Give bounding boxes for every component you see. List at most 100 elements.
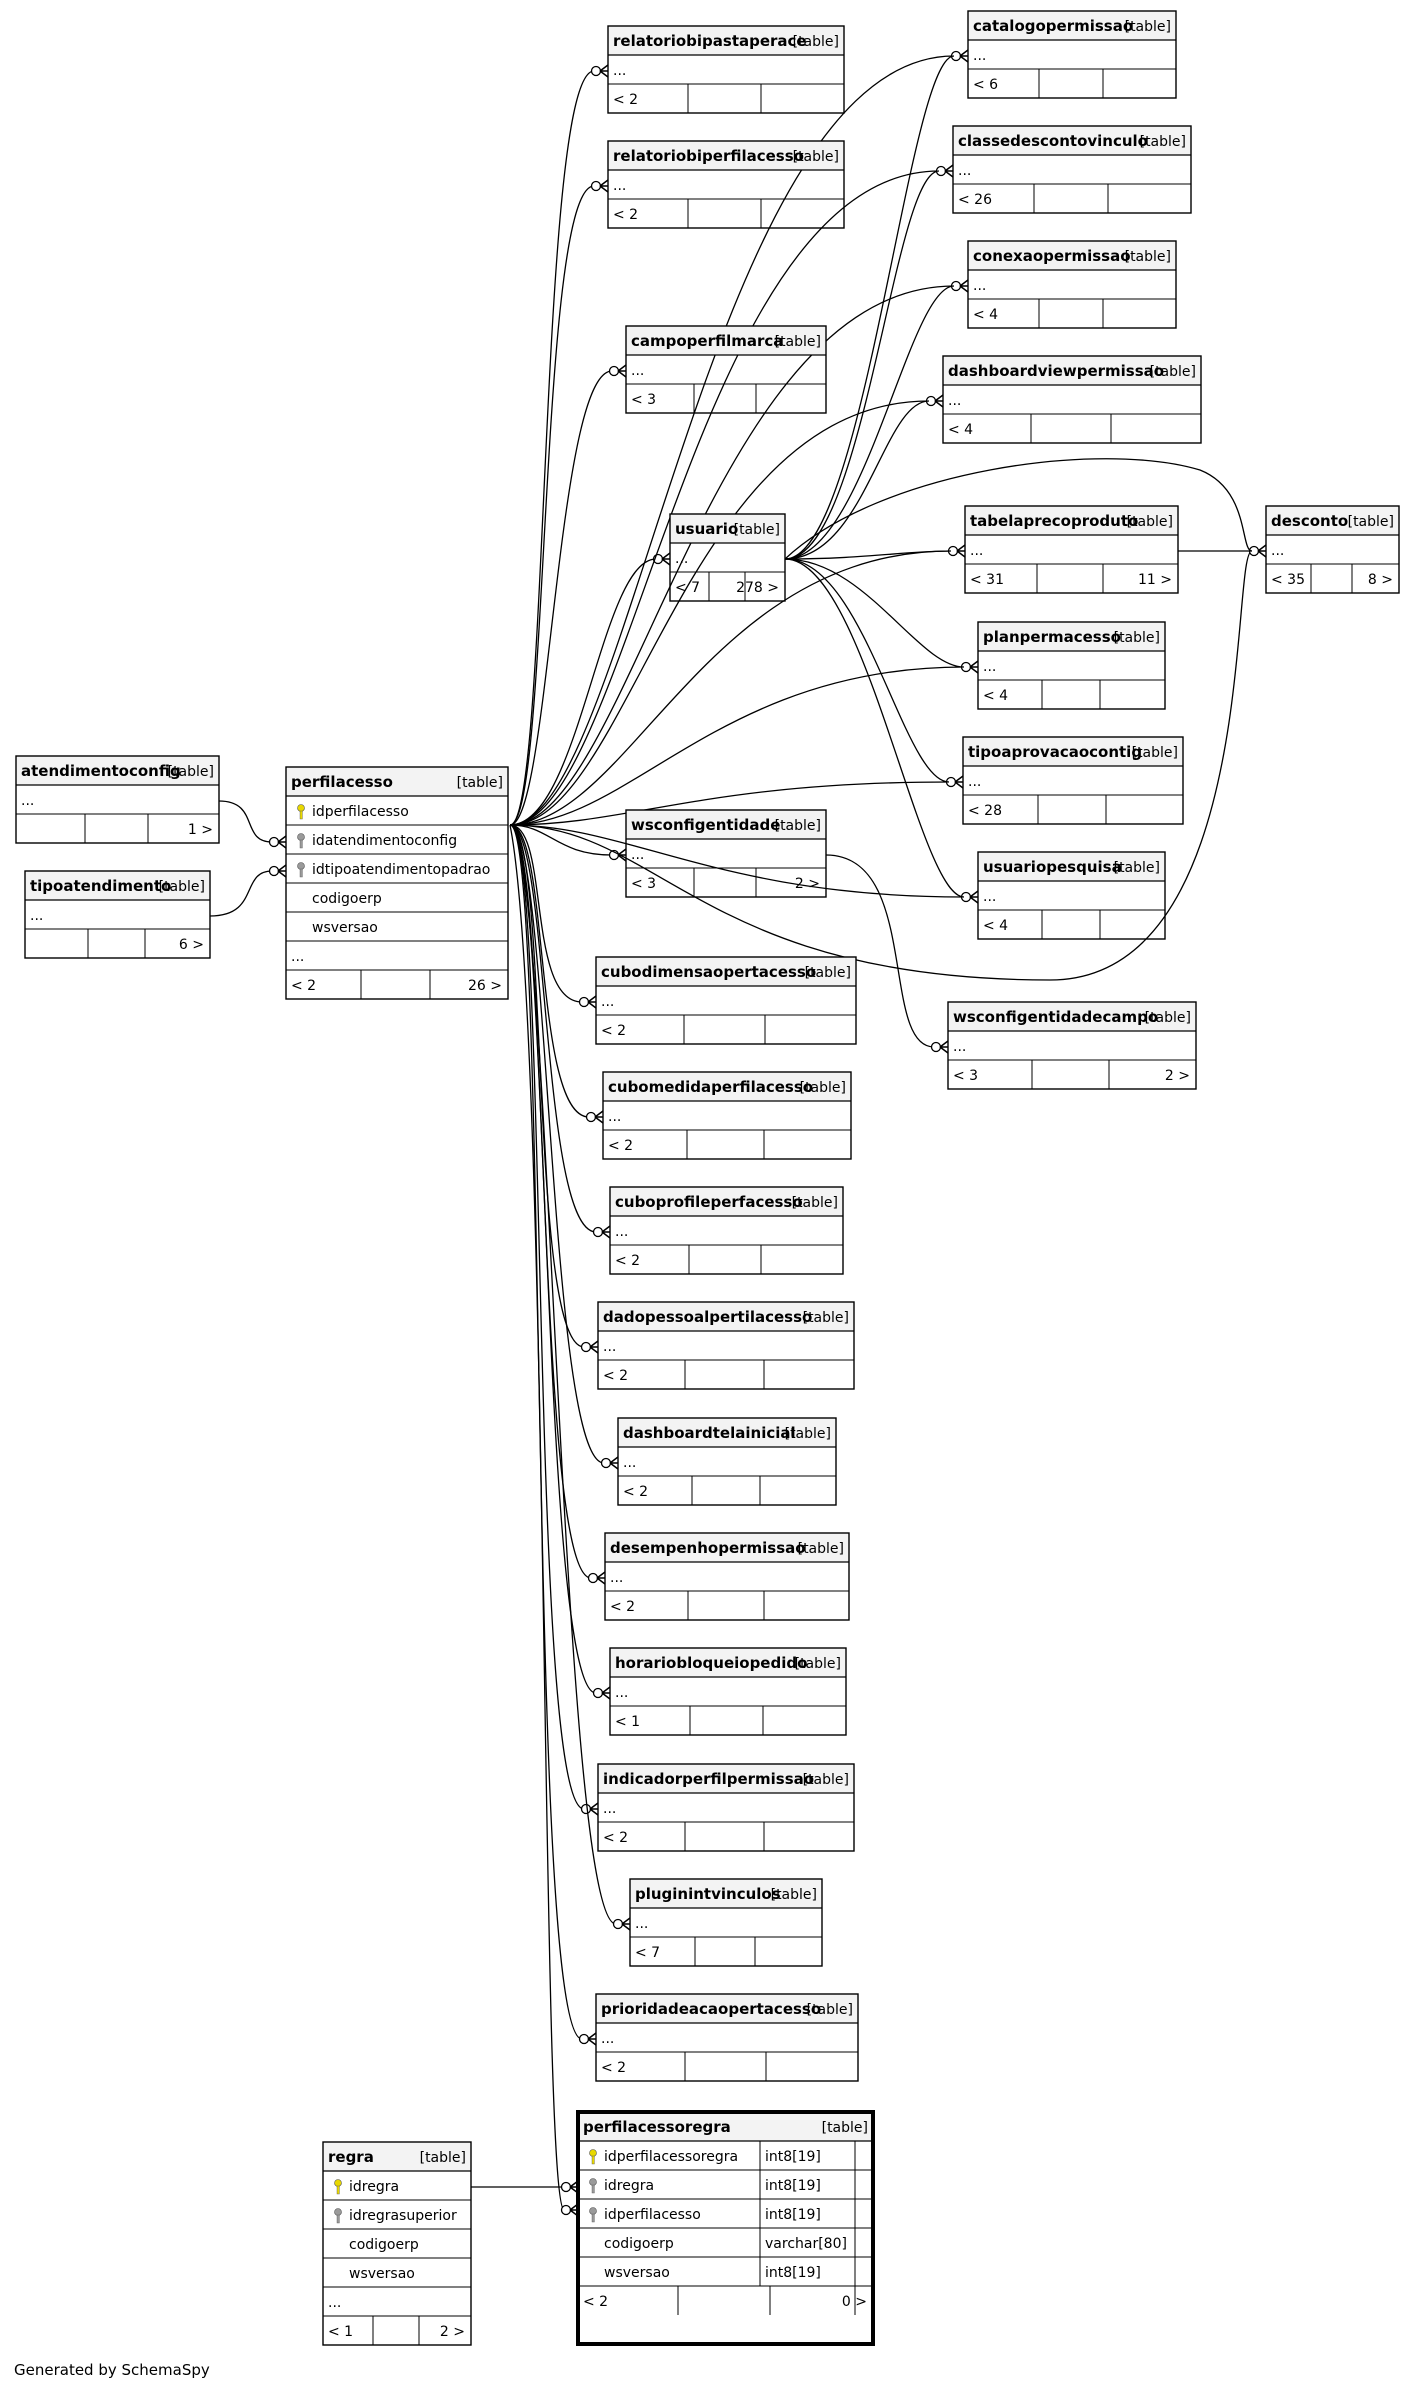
more-columns: ... (603, 1339, 616, 1355)
table-classedescontovinculo[interactable]: classedescontovinculo[table]...< 26 (952, 125, 1192, 214)
table-tag: [table] (457, 775, 503, 791)
table-tag: [table] (798, 1541, 844, 1557)
table-border (595, 956, 857, 1045)
more-columns: ... (613, 178, 626, 194)
relationship-line (784, 55, 955, 560)
table-border (597, 1763, 855, 1852)
table-prioridadeacaopertacesso[interactable]: prioridadeacaopertacesso[table]...< 2 (595, 1993, 859, 2082)
foreign-key-icon (297, 862, 305, 878)
table-border (609, 1186, 844, 1275)
table-title: dashboardtelainicial (623, 1424, 796, 1442)
relationship-line (784, 285, 955, 560)
relationship-line (509, 824, 583, 1003)
table-border (602, 1071, 852, 1160)
table-dashboardtelainicial[interactable]: dashboardtelainicial[table]...< 2 (617, 1417, 837, 1506)
more-columns: ... (291, 949, 304, 965)
relationship-end-marker (268, 835, 287, 849)
table-horariobloqueiopedido[interactable]: horariobloqueiopedido[table]...< 1 (609, 1647, 847, 1736)
relationship-end-marker (612, 1917, 631, 1931)
column-name: codigoerp (349, 2237, 419, 2253)
relationship-line (509, 824, 605, 1464)
table-border (609, 1647, 847, 1736)
table-title: dashboardviewpermissao (948, 362, 1164, 380)
table-perfilacessoregra[interactable]: perfilacessoregra[table]idperfilacessore… (576, 2110, 875, 2346)
table-title: wsconfigentidadecampo (953, 1008, 1158, 1026)
table-desempenhopermissao[interactable]: desempenhopermissao[table]...< 2 (604, 1532, 850, 1621)
table-relatoriobipastaperace[interactable]: relatoriobipastaperace[table]...< 2 (607, 25, 845, 114)
table-catalogopermissao[interactable]: catalogopermissao[table]...< 6 (967, 10, 1177, 99)
table-usuariopesquisa[interactable]: usuariopesquisa[table]...< 4 (977, 851, 1166, 940)
table-relatoriobiperfilacesso[interactable]: relatoriobiperfilacesso[table]...< 2 (607, 140, 845, 229)
relationship-line (509, 185, 595, 826)
table-border (322, 2141, 472, 2346)
children-count: < 1 (615, 1714, 640, 1730)
table-conexaopermissao[interactable]: conexaopermissao[table]...< 4 (967, 240, 1177, 329)
table-title: usuariopesquisa (983, 858, 1122, 876)
table-perfilacesso[interactable]: perfilacesso[table]idperfilacessoidatend… (285, 766, 509, 1000)
more-columns: ... (601, 2031, 614, 2047)
table-tag: [table] (168, 764, 214, 780)
table-campoperfilmarca[interactable]: campoperfilmarca[table]...< 3 (625, 325, 827, 414)
parents-count: 0 > (842, 2294, 867, 2310)
table-tag: [table] (1125, 249, 1171, 265)
table-tag: [table] (1125, 19, 1171, 35)
column-name: wsversao (604, 2265, 670, 2281)
more-columns: ... (635, 1916, 648, 1932)
relationship-end-marker (578, 2032, 597, 2046)
table-atendimentoconfig[interactable]: atendimentoconfig[table]...1 > (15, 755, 220, 844)
table-tag: [table] (793, 149, 839, 165)
table-tipoaprovacaocontig[interactable]: tipoaprovacaocontig[table]...< 28 (962, 736, 1184, 825)
relationship-line (509, 550, 952, 826)
children-count: < 2 (603, 1368, 628, 1384)
column-name: idperfilacesso (604, 2207, 701, 2223)
relationship-line (509, 285, 955, 826)
table-cubomedidaperfilacesso[interactable]: cubomedidaperfilacesso[table]...< 2 (602, 1071, 852, 1160)
column-name: idperfilacessoregra (604, 2149, 738, 2165)
table-cuboprofileperfacesso[interactable]: cuboprofileperfacesso[table]...< 2 (609, 1186, 844, 1275)
table-tag: [table] (1150, 364, 1196, 380)
table-tipoatendimento[interactable]: tipoatendimento[table]...6 > (24, 870, 211, 959)
column-name: codigoerp (604, 2236, 674, 2252)
table-border (617, 1417, 837, 1506)
table-border (597, 1301, 855, 1390)
primary-key-icon (589, 2149, 597, 2165)
children-count: < 3 (631, 876, 656, 892)
children-count: < 7 (675, 580, 700, 596)
table-pluginintvinculos[interactable]: pluginintvinculos[table]...< 7 (629, 1878, 823, 1967)
relationship-line (509, 70, 595, 826)
children-count: < 28 (968, 803, 1002, 819)
table-tag: [table] (775, 818, 821, 834)
primary-key-icon (334, 2179, 342, 2195)
table-cubodimensaopertacesso[interactable]: cubodimensaopertacesso[table]...< 2 (595, 956, 857, 1045)
table-border (967, 240, 1177, 329)
foreign-key-icon (334, 2208, 342, 2224)
relationship-end-marker (608, 364, 627, 378)
table-dadopessoalpertilacesso[interactable]: dadopessoalpertilacesso[table]...< 2 (597, 1301, 855, 1390)
relationship-end-marker (960, 890, 979, 904)
relationship-end-marker (590, 179, 609, 193)
table-tag: [table] (1114, 630, 1160, 646)
table-regra[interactable]: regra[table]idregraidregrasuperiorcodigo… (322, 2141, 472, 2346)
table-planpermacesso[interactable]: planpermacesso[table]...< 4 (977, 621, 1166, 710)
relationship-end-marker (560, 2203, 579, 2217)
table-title: planpermacesso (983, 628, 1121, 646)
relationship-line (509, 824, 597, 1233)
table-dashboardviewpermissao[interactable]: dashboardviewpermissao[table]...< 4 (942, 355, 1202, 444)
relationship-end-marker (592, 1686, 611, 1700)
table-title: desempenhopermissao (610, 1539, 806, 1557)
relationship-end-marker (580, 1802, 599, 1816)
table-border (967, 10, 1177, 99)
table-tag: [table] (1114, 860, 1160, 876)
relationship-end-marker (268, 864, 287, 878)
table-title: conexaopermissao (973, 247, 1131, 265)
table-indicadorperfilpermissao[interactable]: indicadorperfilpermissao[table]...< 2 (597, 1763, 855, 1852)
column-name: idtipoatendimentopadrao (312, 862, 490, 878)
relationship-line (218, 800, 273, 843)
children-count: < 2 (603, 1830, 628, 1846)
